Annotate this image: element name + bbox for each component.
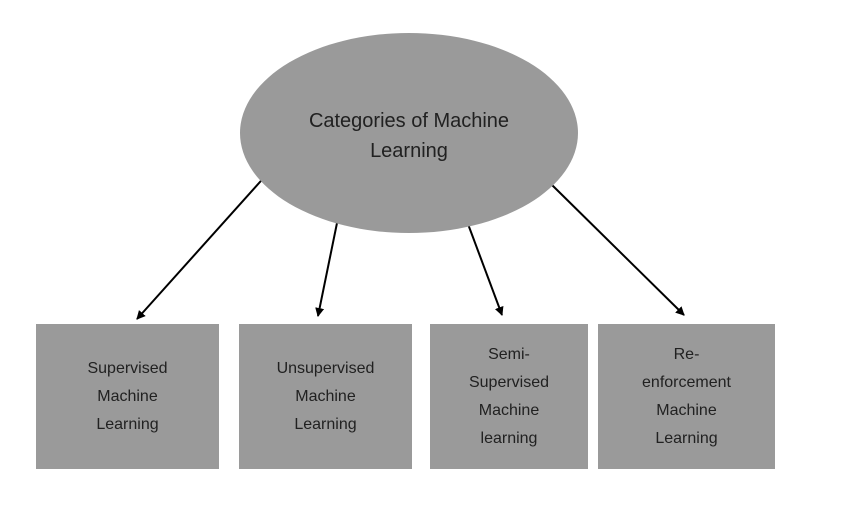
node-supervised-label: Supervised Machine Learning (87, 359, 168, 433)
node-unsupervised-machine-learning: Unsupervised Machine Learning (239, 324, 412, 469)
arrow-to-supervised (136, 172, 269, 320)
node-categories-label: Categories of Machine Learning (308, 110, 510, 162)
node-re-enforcement-label: Re- enforcement Machine Learning (642, 345, 731, 447)
node-re-enforcement-machine-learning: Re- enforcement Machine Learning (598, 324, 775, 469)
node-unsupervised-label: Unsupervised Machine Learning (276, 359, 375, 433)
node-semi-supervised-machine-learning: Semi- Supervised Machine learning (430, 324, 588, 469)
arrow-to-re-enforcement (551, 184, 685, 316)
node-semi-supervised-label: Semi- Supervised Machine learning (468, 345, 550, 447)
node-categories-of-machine-learning: Categories of Machine Learning (240, 33, 578, 233)
arrow-to-unsupervised (315, 222, 338, 317)
node-supervised-machine-learning: Supervised Machine Learning (36, 324, 219, 469)
arrow-to-semi-supervised (467, 223, 504, 316)
